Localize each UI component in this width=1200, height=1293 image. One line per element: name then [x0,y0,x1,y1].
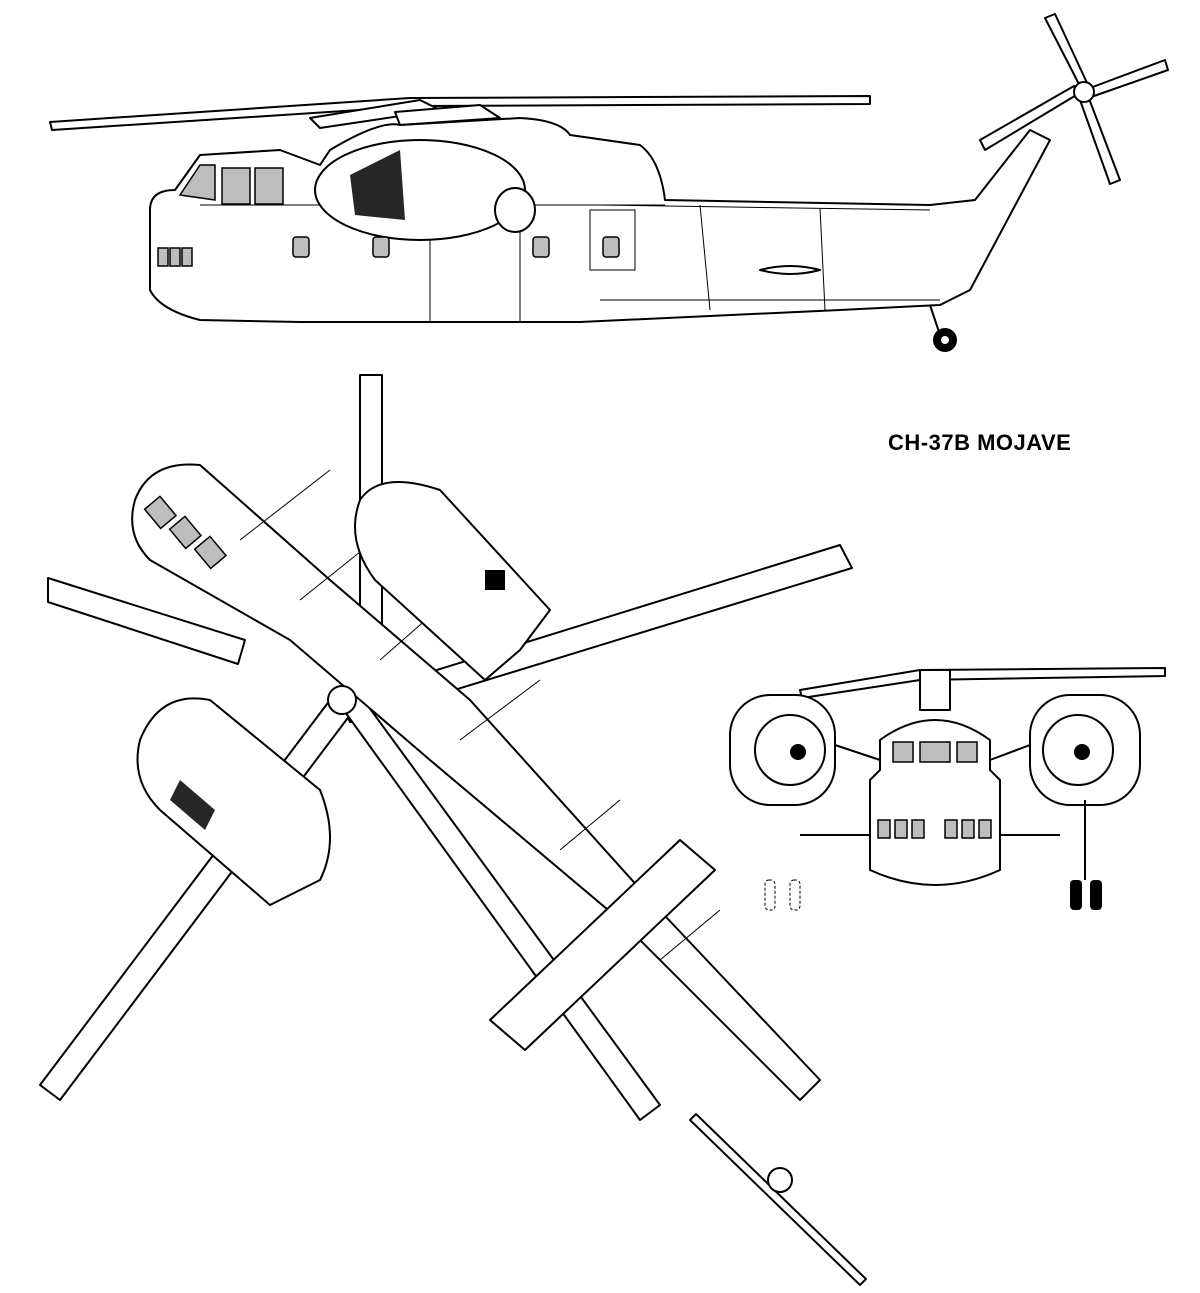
fuselage-top-lines [239,469,721,961]
engine-intake [494,187,536,233]
engine-intake-front [754,714,826,786]
main-gear-wheel [1070,880,1082,910]
engine-pod-top [354,481,551,681]
stub-wings-front [800,744,1060,836]
engine-pod-grille [350,150,405,220]
nose-window-front [978,819,992,839]
tail-rotor-hub [1073,81,1095,103]
nose-window-front [961,819,975,839]
rotor-mast [919,669,951,711]
front-windscreen [919,741,951,763]
main-gear-wheel [1090,880,1102,910]
cockpit-window-top [168,515,203,550]
cockpit-window [254,167,284,205]
aircraft-title: CH-37B MOJAVE [888,430,1072,455]
nose-window-front [877,819,891,839]
rotor-hub [394,104,501,126]
cabin-window [372,236,390,258]
nose-window [157,247,169,267]
rotor-blade-top [47,577,246,665]
tail-boom-lines [200,190,940,322]
cockpit-window-top [143,495,178,530]
horizontal-stabilizer [489,839,716,1051]
nose-window [181,247,193,267]
cabin-window [532,236,550,258]
cabin-window [292,236,310,258]
main-rotor-blade-side [49,95,871,131]
cockpit-windscreen [178,164,216,201]
engine-intake-center [1074,744,1090,760]
fuselage-top [131,463,821,1101]
engine-pod-intake [485,570,505,590]
tail-rotor-blade [1044,13,1089,91]
retracted-wheel-outline [764,879,776,911]
tail-wheel-strut [929,304,941,336]
tail-rotor-blade [1079,95,1121,185]
engine-pod-grille-top [170,780,215,830]
stub-wing [759,265,821,275]
front-view [729,667,1166,911]
cargo-door [589,209,636,271]
front-windscreen [892,741,914,763]
engine-intake-center [790,744,806,760]
tail-rotor-hub-top [767,1167,793,1193]
front-windscreen [956,741,978,763]
tail-rotor-top [689,1113,867,1286]
cockpit-window [221,167,251,205]
side-view [49,13,1169,352]
cabin-window [602,236,620,258]
engine-pod-side [314,139,526,241]
nose-window-front [911,819,925,839]
tail-wheel-hub [941,336,949,344]
tail-rotor-blade [1089,59,1169,97]
engine-pod-top [136,697,331,906]
fuselage-side [149,117,1051,323]
rotor-blade-front [799,667,1166,699]
nose-window [169,247,181,267]
rotor-hub-top [327,685,357,715]
cockpit-window-top [193,535,228,570]
retracted-wheel-outline [789,879,801,911]
nose-window-front [894,819,908,839]
top-view [39,374,867,1286]
nose-window-front [944,819,958,839]
